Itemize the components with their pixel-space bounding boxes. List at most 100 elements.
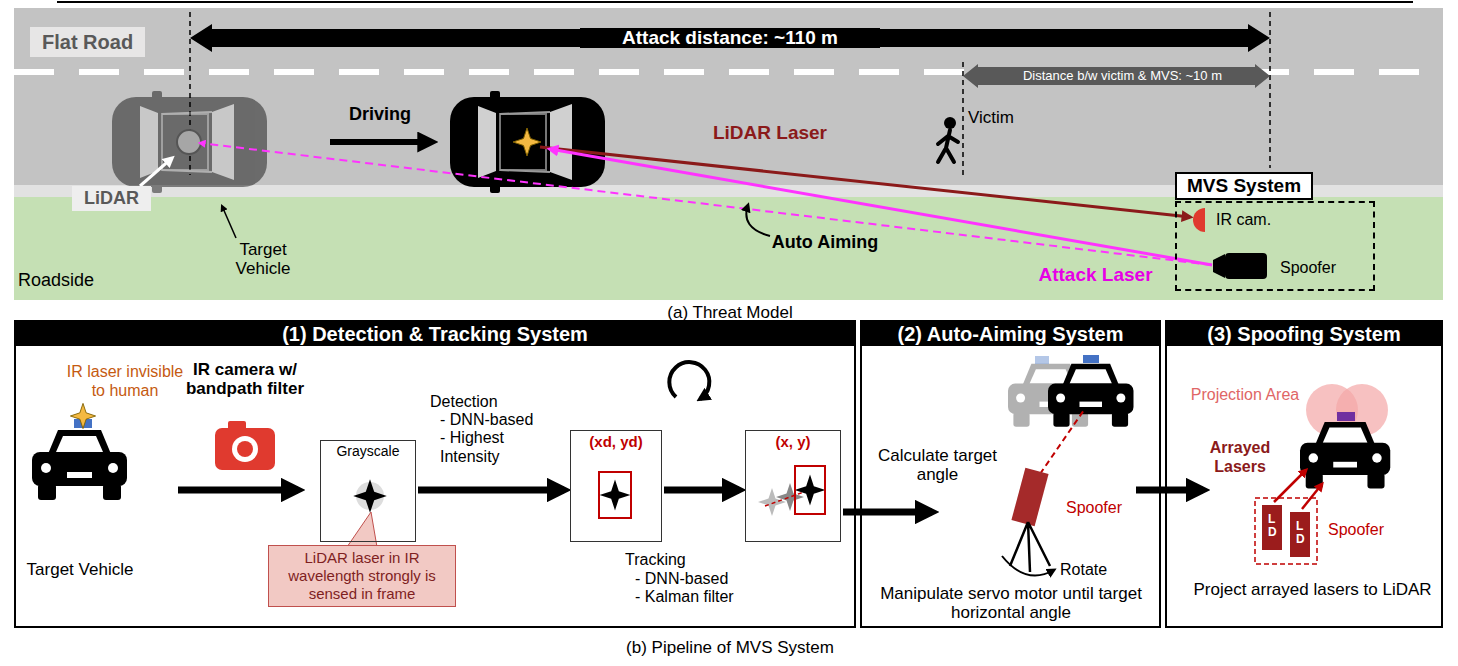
label-text: Rotate bbox=[1060, 560, 1130, 579]
label-text: - Highest Intensity bbox=[440, 428, 550, 466]
label-text: LD bbox=[1296, 520, 1304, 546]
label-text: - DNN-based bbox=[635, 569, 745, 588]
pipeline-art-part bbox=[1262, 505, 1282, 550]
pipeline-art-part bbox=[1040, 410, 1084, 474]
threat-scene-part bbox=[112, 91, 267, 193]
pipeline-art-part bbox=[758, 488, 786, 516]
pipeline-art-part bbox=[795, 475, 826, 506]
threat-scene-part bbox=[746, 205, 770, 236]
pipeline-art-part bbox=[1255, 498, 1317, 564]
flow-arrow bbox=[1136, 487, 1203, 494]
threat-scene-part bbox=[938, 130, 958, 162]
threat-scene-part bbox=[1193, 208, 1205, 232]
label-text: - Kalman filter bbox=[635, 587, 755, 606]
threat-scene-part bbox=[177, 130, 201, 154]
label-text: Projection Area bbox=[1190, 385, 1300, 404]
threat-scene-part bbox=[140, 158, 172, 186]
label-text: (b) Pipeline of MVS System bbox=[580, 638, 880, 657]
label-text: Attack Laser bbox=[1028, 264, 1163, 285]
threat-scene-part bbox=[57, 1, 1413, 3]
pipeline-art-part bbox=[215, 428, 275, 470]
threat-scene-part bbox=[222, 206, 236, 238]
label-text: IR cam. bbox=[1216, 210, 1286, 229]
node-text: MVS System bbox=[1175, 172, 1313, 200]
pipeline-art-part bbox=[1083, 355, 1099, 363]
node-text: Flat Road bbox=[42, 30, 133, 54]
callout-box: LiDAR laser in IR wavelength strongly is… bbox=[268, 545, 456, 607]
label-text: Calculate target angle bbox=[875, 446, 1000, 484]
flow-arrow bbox=[664, 487, 739, 494]
threat-scene-part bbox=[962, 62, 964, 175]
label-text: IR camera w/ bandpath filter bbox=[172, 360, 318, 398]
pipeline-art-part bbox=[1011, 468, 1048, 526]
label-text: LD bbox=[1268, 513, 1276, 539]
threat-scene-part bbox=[540, 147, 1190, 217]
pipeline-art-part bbox=[776, 483, 804, 511]
pipeline-art-part bbox=[178, 487, 298, 494]
node-text: (2) Auto-Aiming System bbox=[862, 322, 1159, 346]
label-text: LiDAR Laser bbox=[695, 122, 845, 143]
pipeline-art-part bbox=[237, 441, 253, 457]
node-text: (3) Spoofing System bbox=[1167, 322, 1441, 346]
sensor-tag: LiDAR bbox=[72, 186, 151, 211]
node-text: LiDAR laser in IR wavelength strongly is… bbox=[274, 549, 450, 603]
stage-panel: (2) Auto-Aiming System bbox=[860, 320, 1161, 628]
pipeline-art-part bbox=[70, 403, 95, 428]
flow-arrow bbox=[418, 487, 564, 494]
label-text: Driving bbox=[340, 104, 420, 125]
frame-box: Grayscale bbox=[320, 440, 416, 542]
pipeline-art bbox=[32, 355, 1390, 576]
label-text: - DNN-based bbox=[440, 410, 550, 429]
pipeline-art-part bbox=[228, 421, 246, 430]
threat-scene-part bbox=[1225, 253, 1267, 279]
label-text: Detection bbox=[430, 392, 540, 411]
label-text: Victim bbox=[968, 108, 1038, 127]
label-text: Auto Aiming bbox=[755, 232, 895, 253]
pipeline-art-part bbox=[599, 472, 631, 518]
node-text: (1) Detection & Tracking System bbox=[16, 322, 854, 346]
label-text: Distance b/w victim & MVS: ~10 m bbox=[990, 68, 1255, 84]
node-text: (xd, yd) bbox=[571, 431, 661, 450]
threat-scene-part bbox=[330, 139, 432, 145]
pipeline-art-part bbox=[1300, 422, 1390, 489]
label-text: Tracking bbox=[625, 550, 725, 569]
label-text: (a) Threat Model bbox=[600, 303, 860, 322]
pipeline-art-part bbox=[795, 466, 825, 514]
pipeline-art-part bbox=[600, 480, 631, 511]
threat-scene-part bbox=[963, 64, 1270, 88]
label-text: Spoofer bbox=[1280, 258, 1360, 277]
pipeline-art-part bbox=[1048, 364, 1134, 427]
threat-scene-part bbox=[944, 117, 956, 129]
threat-scene-part bbox=[190, 24, 1270, 52]
pipeline-art-part bbox=[232, 436, 258, 462]
threat-scene bbox=[14, 2, 1443, 300]
pipeline-art-part bbox=[1302, 484, 1322, 509]
threat-scene-part bbox=[14, 197, 1443, 300]
road-tag: Flat Road bbox=[30, 27, 145, 57]
pipeline-art-part bbox=[1002, 556, 1054, 576]
frame-box: (xd, yd) bbox=[570, 430, 662, 542]
threat-scene-part bbox=[550, 149, 1212, 265]
label-text: IR laser invisible to human bbox=[62, 362, 188, 400]
pipeline-art-part bbox=[1010, 522, 1050, 572]
label-text: Project arrayed lasers to LiDAR bbox=[1190, 580, 1435, 599]
label-text: Target Vehicle bbox=[25, 560, 135, 579]
frame-box: (x, y) bbox=[745, 430, 841, 542]
node-text: Grayscale bbox=[321, 441, 415, 460]
label-text: Target Vehicle bbox=[213, 240, 313, 278]
threat-scene-part bbox=[1213, 254, 1225, 278]
label-text: Spoofer bbox=[1328, 520, 1408, 539]
pipeline-art-part bbox=[669, 362, 709, 399]
flow-arrow bbox=[843, 509, 932, 516]
threat-scene-part bbox=[450, 91, 605, 193]
label-text: Roadside bbox=[18, 270, 128, 291]
node-text: LiDAR bbox=[84, 188, 139, 209]
pipeline-art-part bbox=[1337, 412, 1355, 421]
label-text: Attack distance: ~110 m bbox=[580, 28, 880, 48]
pipeline-art-part bbox=[1290, 512, 1310, 557]
label-text: Manipulate servo motor until target hori… bbox=[870, 584, 1152, 622]
pipeline-art-part bbox=[353, 479, 387, 513]
label-text: Arrayed Lasers bbox=[1192, 438, 1288, 476]
threat-scene-part bbox=[200, 143, 1212, 265]
